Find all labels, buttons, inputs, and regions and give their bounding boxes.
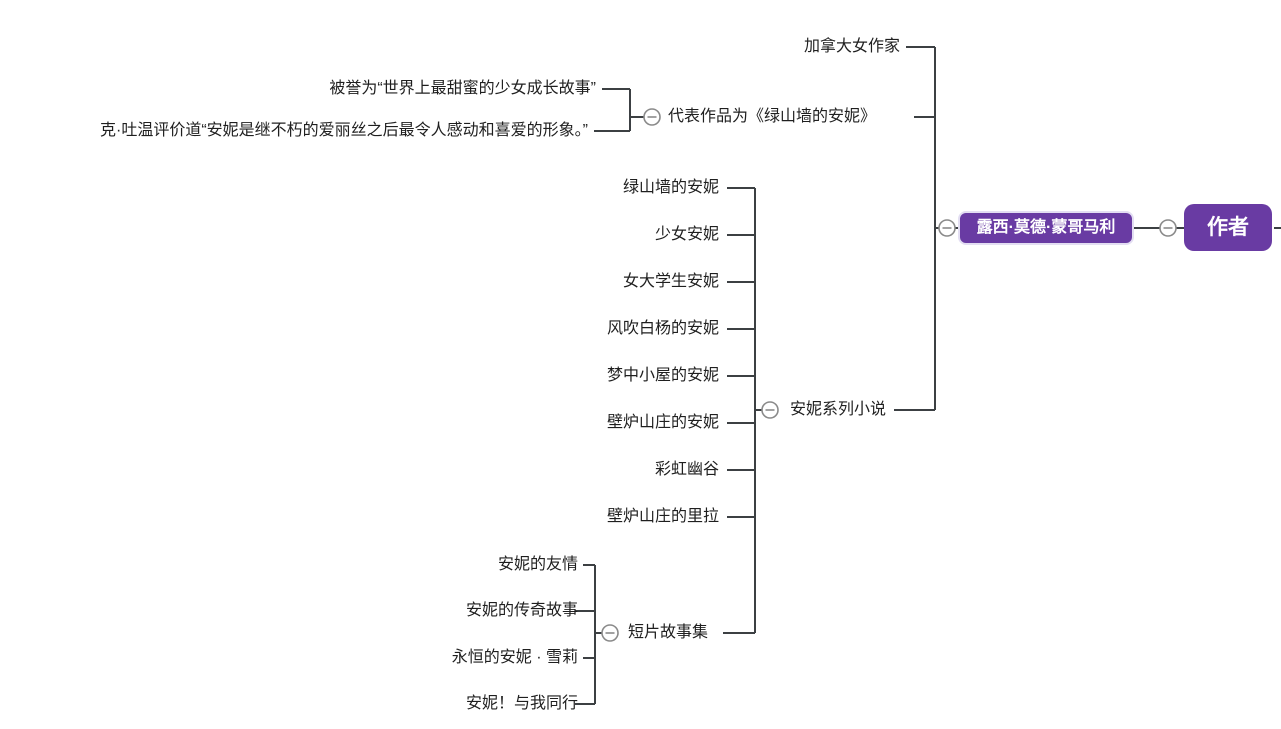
connector-path (575, 46, 1281, 705)
collapse-icon-person[interactable] (938, 219, 956, 237)
node-canadian-writer[interactable]: 加拿大女作家 (803, 38, 900, 55)
node-series-book[interactable]: 梦中小屋的安妮 (606, 367, 719, 384)
node-series-book[interactable]: 绿山墙的安妮 (622, 179, 719, 196)
node-series-book[interactable]: 壁炉山庄的里拉 (606, 508, 719, 525)
node-representative-work[interactable]: 代表作品为《绿山墙的安妮》 (668, 108, 877, 125)
node-series-book[interactable]: 女大学生安妮 (622, 273, 719, 290)
collapse-icon-rep-work[interactable] (643, 108, 661, 126)
node-series-book[interactable]: 彩虹幽谷 (654, 461, 719, 478)
collapse-icon-series[interactable] (761, 401, 779, 419)
node-twain-quote[interactable]: 克·吐温评价道“安妮是继不朽的爱丽丝之后最令人感动和喜爱的形象。” (100, 122, 588, 139)
node-series-book[interactable]: 壁炉山庄的安妮 (606, 414, 719, 431)
node-praise-quote[interactable]: 被誉为“世界上最甜蜜的少女成长故事” (329, 80, 596, 97)
node-series-book[interactable]: 少女安妮 (654, 226, 719, 243)
node-shorts-book[interactable]: 安妮！与我同行 (465, 695, 578, 712)
node-root-author[interactable]: 作者 (1184, 204, 1272, 251)
collapse-icon-root-branch[interactable] (1159, 219, 1177, 237)
node-short-stories[interactable]: 短片故事集 (628, 624, 709, 641)
collapse-icon-shorts[interactable] (601, 624, 619, 642)
node-lucy-maud-montgomery[interactable]: 露西·莫德·蒙哥马利 (958, 211, 1134, 245)
node-shorts-book[interactable]: 安妮的传奇故事 (465, 602, 578, 619)
node-shorts-book[interactable]: 永恒的安妮 · 雪莉 (451, 649, 578, 666)
node-shorts-book[interactable]: 安妮的友情 (497, 556, 578, 573)
node-series-book[interactable]: 风吹白杨的安妮 (606, 320, 719, 337)
node-anne-series[interactable]: 安妮系列小说 (790, 401, 887, 418)
